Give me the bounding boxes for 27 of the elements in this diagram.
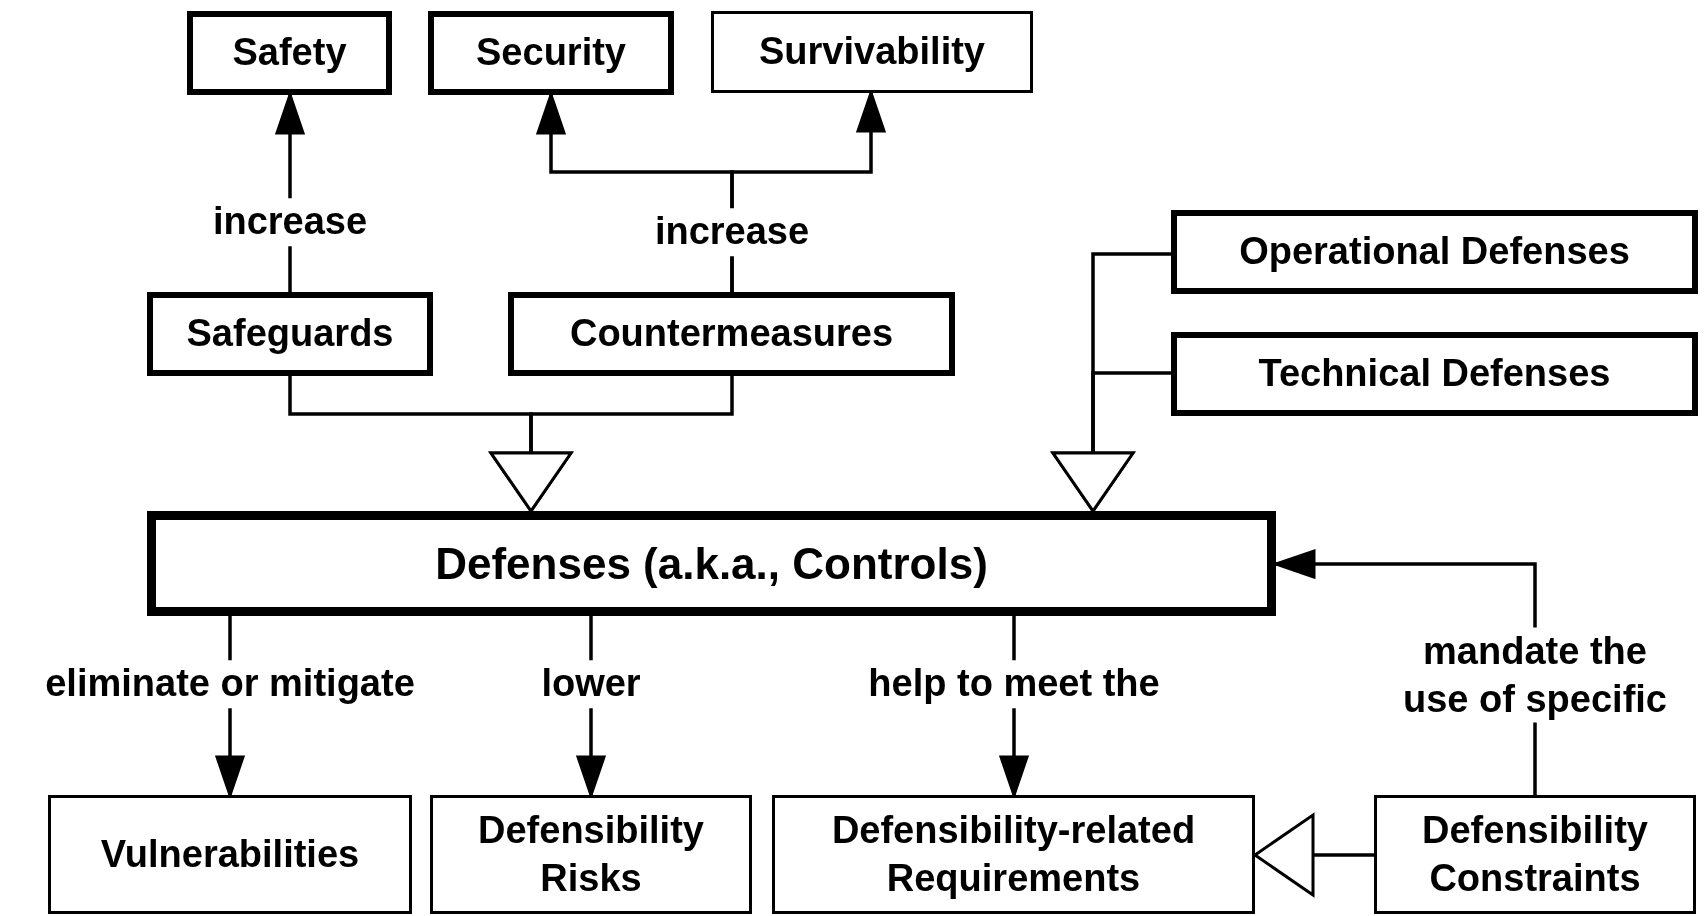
- box-label: Survivability: [759, 29, 985, 75]
- box-label: Security: [476, 30, 626, 76]
- process-box: [187, 11, 392, 95]
- box-label: Defensibility-related Requirements: [830, 808, 1197, 901]
- process-box: [428, 11, 674, 95]
- process-box: [772, 795, 1255, 914]
- box-label: Defenses (a.k.a., Controls): [435, 538, 988, 590]
- box-label: Defensibility Constraints: [1421, 808, 1649, 901]
- box-label: Vulnerabilities: [100, 831, 360, 877]
- process-box: [147, 292, 433, 376]
- box-label: Defensibility Risks: [477, 808, 705, 901]
- process-box: [1171, 210, 1698, 294]
- arrow: [489, 376, 734, 513]
- process-box: [508, 292, 955, 376]
- process-box: [1171, 332, 1698, 416]
- box-label: Safety: [232, 30, 347, 76]
- process-box: [1374, 795, 1696, 914]
- box-label: Technical Defenses: [1258, 351, 1611, 397]
- box-label: Safeguards: [186, 311, 394, 357]
- box-label: Operational Defenses: [1239, 229, 1630, 275]
- process-box: [147, 511, 1276, 616]
- arrow: [1051, 371, 1171, 513]
- box-label: Countermeasures: [569, 311, 894, 357]
- arrow: [1253, 813, 1374, 897]
- process-box: [430, 795, 752, 914]
- process-box: [711, 11, 1033, 93]
- process-box: [48, 795, 412, 914]
